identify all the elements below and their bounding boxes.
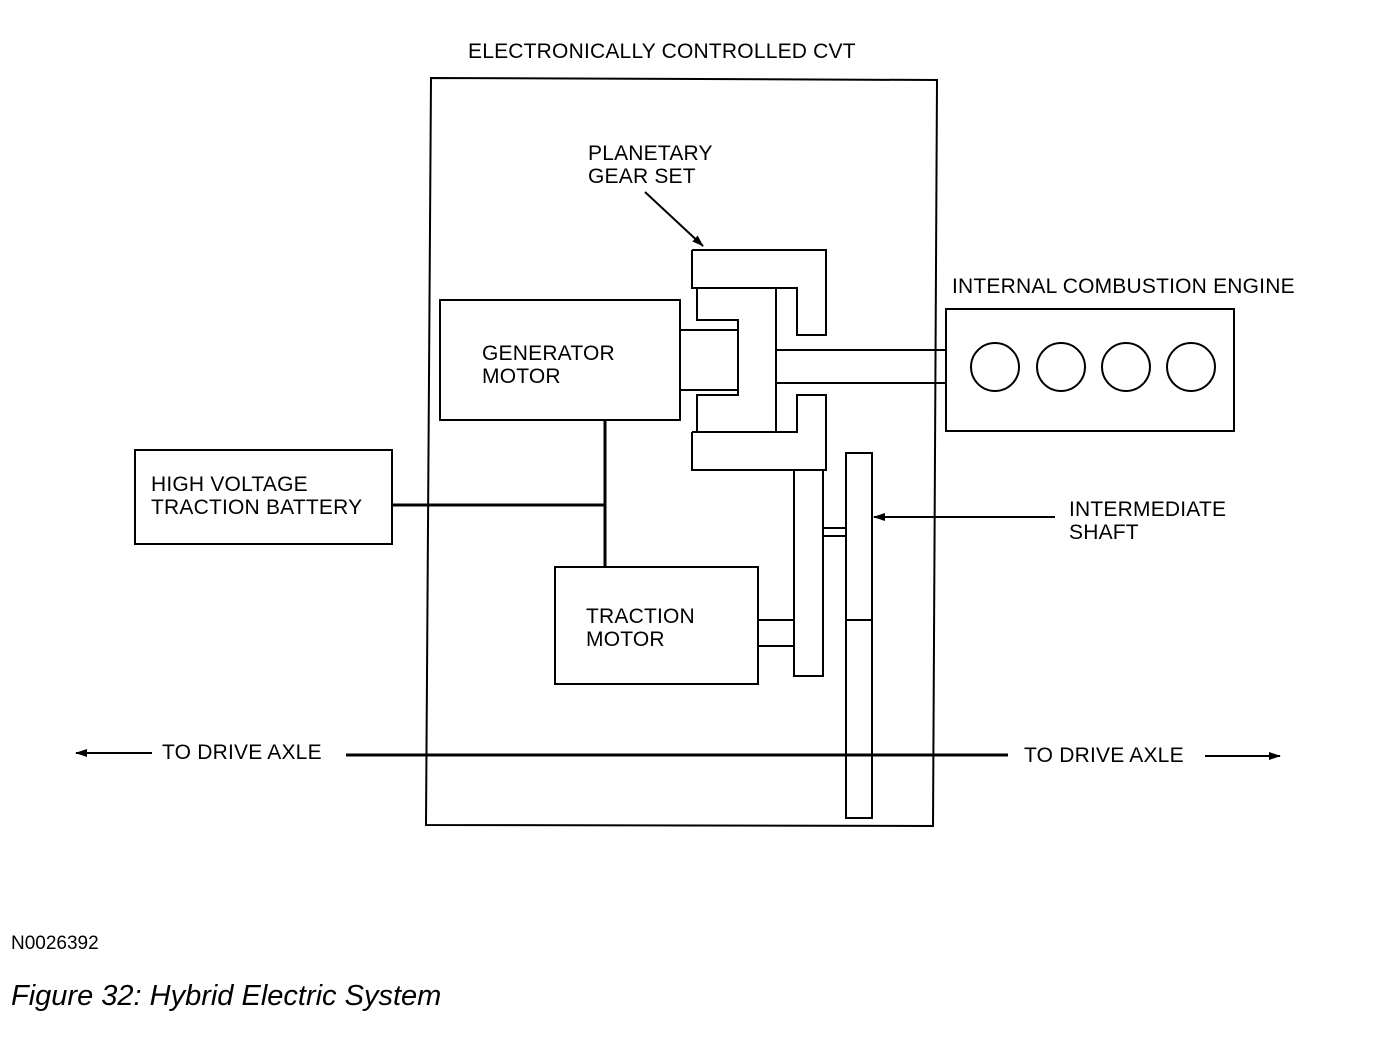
figure-caption: Figure 32: Hybrid Electric System [11,980,442,1012]
planetary-ring-gear-upper [691,249,827,336]
intermediate-shaft-lower [845,619,873,819]
figure-reference-code: N0026392 [11,933,99,954]
traction-motor-box [554,566,759,685]
engine-cylinder-1 [970,342,1020,392]
traction-motor-label: TRACTION MOTOR [586,605,695,651]
axle-right-label: TO DRIVE AXLE [1024,744,1184,767]
generator-shaft [679,329,739,391]
intermediate-shaft-upper [845,452,873,621]
engine-cylinder-3 [1101,342,1151,392]
axle-left-label: TO DRIVE AXLE [162,741,322,764]
planetary-ring-gear-lower [691,394,827,471]
engine-cylinder-2 [1036,342,1086,392]
engine-cylinder-4 [1166,342,1216,392]
intermediate-shaft-label: INTERMEDIATE SHAFT [1069,498,1227,544]
engine-block [945,308,1235,432]
planetary-sun-upper [696,287,777,433]
cvt-label: ELECTRONICALLY CONTROLLED CVT [468,40,856,63]
battery-label: HIGH VOLTAGE TRACTION BATTERY [151,473,363,519]
generator-motor-label: GENERATOR MOTOR [482,342,615,388]
cvt-housing [424,76,939,828]
engine-label: INTERNAL COMBUSTION ENGINE [952,275,1295,298]
planetary-arrow [644,191,704,247]
traction-gear [793,469,824,677]
battery-box [134,449,393,545]
planetary-gear-set-label: PLANETARY GEAR SET [588,142,713,188]
